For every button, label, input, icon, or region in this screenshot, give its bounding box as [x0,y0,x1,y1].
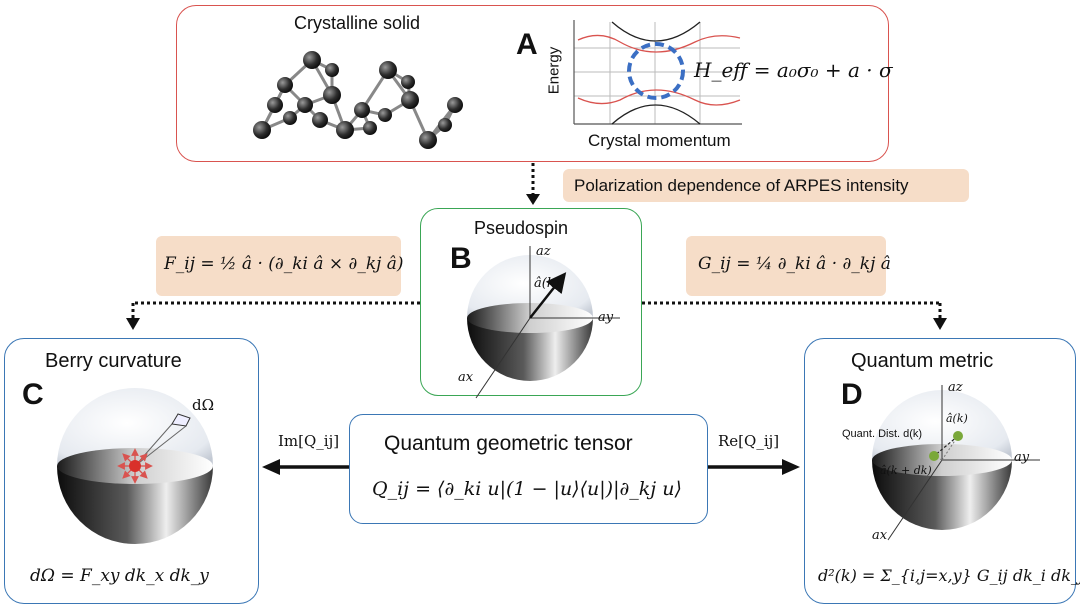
formula-f-pill [156,236,401,296]
berry-sphere [57,388,213,544]
pseudospin-axis-x: ax [458,370,474,385]
qgt-formula: Q_ij = ⟨∂_ki u|(1 − |u⟩⟨u|)|∂_kj u⟩ [372,478,682,500]
metric-axis-x: ax [872,528,888,543]
solid-angle-label: dΩ [192,396,215,414]
arpes-pill [563,169,969,202]
crystalline-solid-label: Crystalline solid [294,13,421,33]
quantum-metric-title: Quantum metric [851,350,994,372]
berry-curvature-title: Berry curvature [45,350,182,372]
hamiltonian-formula: H_eff = a₀σ₀ + a · σ [694,58,893,82]
panel-d-letter: D [841,378,863,411]
pseudospin-axis-y: ay [598,310,614,325]
pseudospin-axis-z: az [536,244,551,259]
energy-axis-label: Energy [545,46,563,95]
metric-axis-y: ay [1014,450,1030,465]
berry-formula: dΩ = F_xy dk_x dk_y [30,566,209,586]
arrow-qgt-to-d [708,459,800,475]
panel-c-letter: C [22,378,44,411]
crystal-atoms [253,51,463,149]
formula-g-pill [686,236,886,296]
panel-a-box [176,5,889,162]
quantum-distance-label: Quant. Dist. d(k) [842,428,923,440]
metric-formula: d²(k) = Σ_{i,j=x,y} G_ij dk_i dk_j [818,566,1080,585]
pseudospin-sphere [467,246,620,399]
panel-b-letter: B [450,242,472,275]
re-q-label: Re[Q_ij] [718,432,780,450]
metric-vec2-label: â(k + dk) [880,464,932,477]
arrow-b-to-c [126,301,420,330]
im-q-label: Im[Q_ij] [278,432,340,450]
arrow-qgt-to-c [262,459,349,475]
crystal-structure [260,58,457,142]
formula-g: G_ij = ¼ ∂_ki â · ∂_kj â [698,254,891,274]
arrow-b-to-d [642,301,947,330]
band-diagram [573,20,742,125]
qgt-box [349,414,708,524]
arpes-label: Polarization dependence of ARPES intensi… [574,176,909,195]
formula-f: F_ij = ½ â · (∂_ki â × ∂_kj â) [164,254,404,274]
arrow-a-to-b [526,163,540,205]
metric-vec1-label: â(k) [946,412,968,425]
pseudospin-vector-label: â(k) [534,276,560,291]
pseudospin-title: Pseudospin [474,218,569,238]
metric-sphere [872,385,1040,541]
crystal-momentum-label: Crystal momentum [588,131,731,150]
metric-axis-z: az [948,380,963,395]
qgt-title: Quantum geometric tensor [384,432,633,455]
panel-a-letter: A [516,28,538,61]
